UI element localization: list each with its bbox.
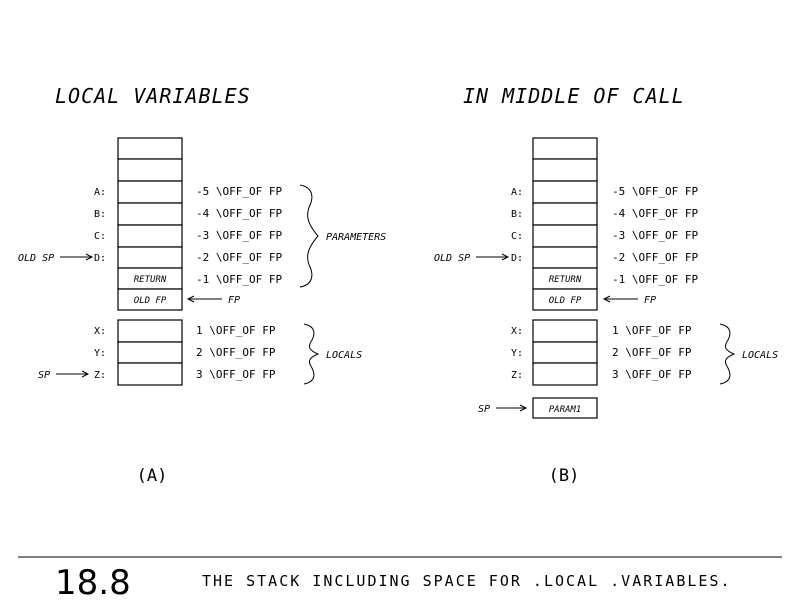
sp-arrow: [496, 404, 528, 412]
return-cell-label: RETURN: [134, 275, 167, 285]
local-offset-x: 1 \OFF_OF FP: [196, 324, 276, 337]
figure-caption: THE STACK INCLUDING SPACE FOR .LOCAL .VA…: [202, 572, 731, 590]
panel-a-lower-stack: [117, 319, 183, 386]
sp-label: SP: [478, 404, 490, 415]
panel-a-upper-stack: [117, 137, 183, 311]
param-offset-d: -2 \OFF_OF FP: [612, 251, 698, 264]
stack-cell-y: [117, 341, 183, 364]
local-name-z: Z:: [511, 370, 523, 381]
stack-cell-param1: [532, 397, 598, 419]
param-name-a: A:: [94, 187, 106, 198]
local-name-x: X:: [94, 326, 106, 337]
param-offset-d: -2 \OFF_OF FP: [196, 251, 282, 264]
old-sp-arrow: [60, 253, 94, 261]
locals-brace: [303, 323, 320, 385]
fp-label: FP: [228, 295, 240, 306]
stack-cell-x: [117, 319, 183, 343]
old-sp-arrow: [476, 253, 510, 261]
stack-cell-empty: [532, 158, 598, 182]
stack-cell-a: [117, 180, 183, 204]
local-name-x: X:: [511, 326, 523, 337]
panel-b-label: (B): [549, 466, 580, 486]
return-offset: -1 \OFF_OF FP: [612, 273, 698, 286]
stack-cell-z: [532, 362, 598, 386]
return-cell-label: RETURN: [549, 275, 582, 285]
panel-a: LOCAL VARIABLES RETURN OLD FP A: B: C: D…: [18, 84, 386, 486]
param-name-d: D:: [511, 253, 523, 264]
param-offset-a: -5 \OFF_OF FP: [196, 185, 282, 198]
local-offset-z: 3 \OFF_OF FP: [612, 368, 692, 381]
stack-cell-x: [532, 319, 598, 343]
panel-b-upper-stack: [532, 137, 598, 311]
stack-cell-empty: [117, 137, 183, 160]
stack-cell-a: [532, 180, 598, 204]
fp-arrow: [602, 295, 638, 303]
return-offset: -1 \OFF_OF FP: [196, 273, 282, 286]
old-sp-label: OLD SP: [18, 253, 54, 264]
param-offset-b: -4 \OFF_OF FP: [612, 207, 698, 220]
locals-brace: [719, 323, 736, 385]
local-name-y: Y:: [94, 348, 106, 359]
sp-arrow: [56, 370, 90, 378]
local-offset-y: 2 \OFF_OF FP: [612, 346, 692, 359]
fp-label: FP: [644, 295, 656, 306]
panel-b-title: IN MIDDLE OF CALL: [463, 84, 685, 108]
stack-cell-y: [532, 341, 598, 364]
param-offset-a: -5 \OFF_OF FP: [612, 185, 698, 198]
stack-cell-b: [117, 202, 183, 226]
stack-cell-empty: [117, 158, 183, 182]
parameters-brace: [299, 184, 319, 288]
panel-a-title: LOCAL VARIABLES: [55, 84, 251, 108]
sp-label: SP: [38, 370, 50, 381]
locals-label: LOCALS: [326, 350, 362, 361]
panel-a-label: (A): [137, 466, 168, 486]
stack-cell-b: [532, 202, 598, 226]
figure-number: 18.8: [55, 563, 131, 603]
param-name-c: C:: [511, 231, 523, 242]
stack-cell-empty: [532, 137, 598, 160]
stack-cell-d: [532, 246, 598, 269]
stack-cell-z: [117, 362, 183, 386]
stack-cell-d: [117, 246, 183, 269]
param-offset-c: -3 \OFF_OF FP: [612, 229, 698, 242]
local-offset-y: 2 \OFF_OF FP: [196, 346, 276, 359]
local-offset-z: 3 \OFF_OF FP: [196, 368, 276, 381]
parameters-label: PARAMETERS: [326, 232, 386, 243]
old-sp-label: OLD SP: [434, 253, 470, 264]
stack-cell-old-fp: [532, 288, 598, 311]
param-name-a: A:: [511, 187, 523, 198]
old-fp-cell-label: OLD FP: [134, 296, 167, 306]
param-offset-c: -3 \OFF_OF FP: [196, 229, 282, 242]
param-name-c: C:: [94, 231, 106, 242]
param-name-d: D:: [94, 253, 106, 264]
panel-b-lower-stack: [532, 319, 598, 386]
local-offset-x: 1 \OFF_OF FP: [612, 324, 692, 337]
locals-label: LOCALS: [742, 350, 778, 361]
param-name-b: B:: [94, 209, 106, 220]
param-offset-b: -4 \OFF_OF FP: [196, 207, 282, 220]
fp-arrow: [186, 295, 222, 303]
panel-b: IN MIDDLE OF CALL RETURN OLD FP A: B: C:…: [434, 84, 778, 486]
local-name-z: Z:: [94, 370, 106, 381]
param1-cell-label: PARAM1: [549, 405, 582, 415]
stack-cell-c: [117, 224, 183, 248]
param-name-b: B:: [511, 209, 523, 220]
stack-cell-old-fp: [117, 288, 183, 311]
stack-cell-c: [532, 224, 598, 248]
old-fp-cell-label: OLD FP: [549, 296, 582, 306]
local-name-y: Y:: [511, 348, 523, 359]
